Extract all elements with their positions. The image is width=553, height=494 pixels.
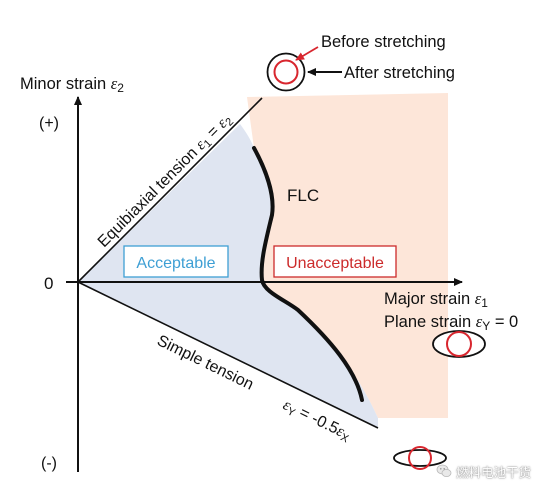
minor-strain-label: Minor strain ε2 xyxy=(20,74,124,95)
after-stretching-label: After stretching xyxy=(344,64,455,82)
major-strain-label: Major strain ε1 xyxy=(384,289,488,310)
watermark: 燃料电池干货 xyxy=(436,456,550,486)
plane-strain-label: Plane strain εY = 0 xyxy=(384,312,518,333)
watermark-text: 燃料电池干货 xyxy=(456,464,532,480)
wechat-icon xyxy=(436,464,452,477)
simple-tension-ellipse-icon xyxy=(393,446,447,470)
plus-label: (+) xyxy=(39,115,59,132)
unacceptable-box xyxy=(273,245,397,278)
circle-grid-icon-before-after xyxy=(266,52,306,92)
before-stretching-arrow xyxy=(295,46,319,61)
before-stretching-label: Before stretching xyxy=(321,33,446,51)
unacceptable-label: Unacceptable xyxy=(286,255,384,272)
minus-label: (-) xyxy=(41,455,57,472)
simple-tension-line xyxy=(77,281,379,429)
acceptable-box xyxy=(123,245,229,278)
equibiaxial-tension-line xyxy=(77,97,263,283)
plane-strain-ellipse-icon xyxy=(432,330,486,358)
zero-label: 0 xyxy=(44,274,53,293)
flc-label: FLC xyxy=(287,186,319,205)
acceptable-label: Acceptable xyxy=(136,255,215,272)
flc-curve xyxy=(252,146,364,402)
